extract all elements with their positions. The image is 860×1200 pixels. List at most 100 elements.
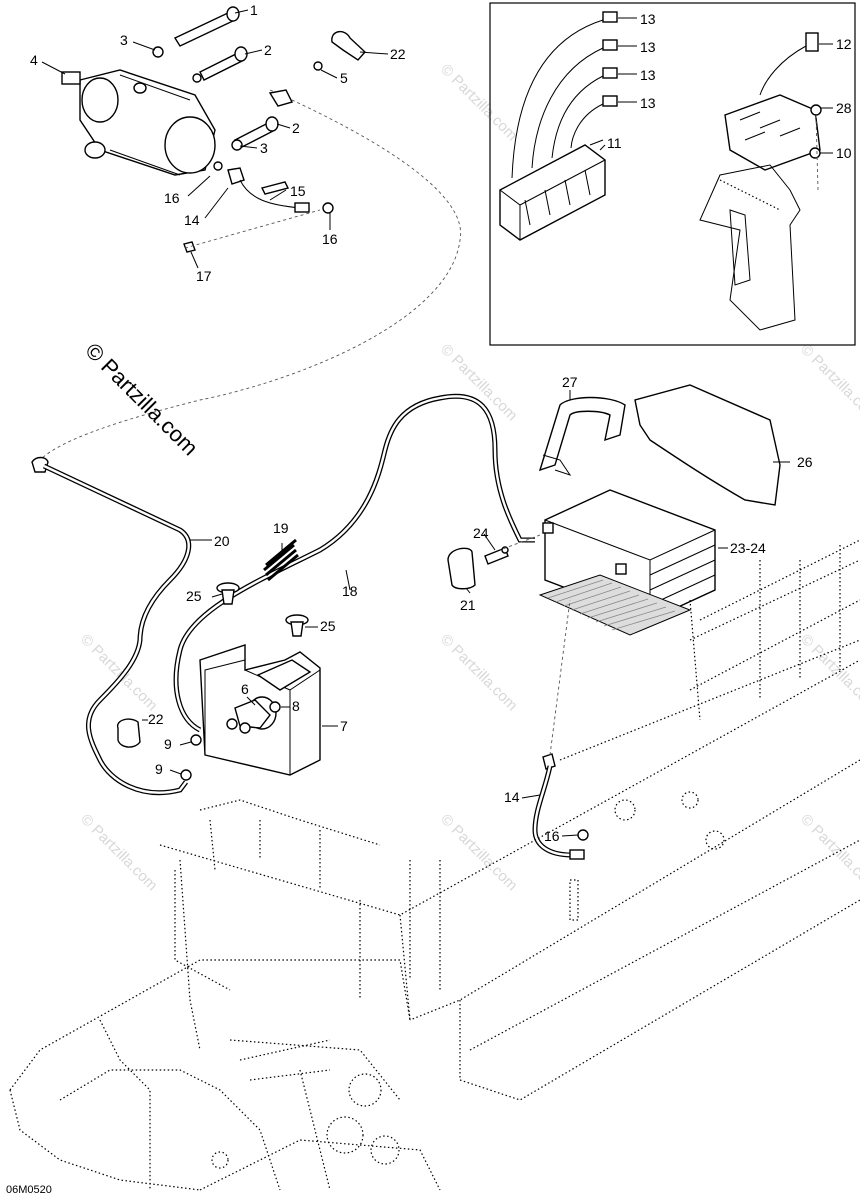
- callout-16: 16: [164, 190, 180, 206]
- callout-17: 17: [196, 268, 212, 284]
- callout-7: 7: [340, 718, 348, 734]
- watermark: © Partzilla.com: [437, 341, 520, 424]
- callout-21: 21: [460, 597, 476, 613]
- leader-16: [561, 834, 579, 837]
- callout-13: 13: [640, 11, 656, 27]
- battery-screw: [484, 546, 509, 565]
- callout-16: 16: [322, 231, 338, 247]
- bolt: [199, 46, 248, 81]
- relay: [805, 32, 819, 52]
- leader-lines-solenoid: [142, 543, 338, 775]
- callout-2: 2: [264, 42, 272, 58]
- leader-18: [345, 569, 351, 591]
- fuse: [602, 39, 618, 51]
- callout-13: 13: [640, 39, 656, 55]
- nut: [269, 701, 281, 713]
- connection-guide-line: [39, 89, 461, 461]
- washer: [192, 73, 202, 83]
- callout-9: 9: [164, 736, 172, 752]
- washer: [577, 829, 589, 841]
- nut: [809, 147, 821, 159]
- frame-slot: [569, 879, 579, 921]
- ground-cable-short: [227, 167, 310, 213]
- fuse: [602, 95, 618, 107]
- frame-hole: [614, 799, 636, 821]
- frame-hole: [326, 1116, 364, 1154]
- callout-26: 26: [797, 454, 813, 470]
- battery-strap: [538, 396, 626, 476]
- callout-27: 27: [562, 374, 578, 390]
- frame-hole: [705, 830, 725, 850]
- rubber-mount: [216, 582, 240, 605]
- callout-3: 3: [260, 140, 268, 156]
- bolt: [173, 6, 240, 47]
- callout-19: 19: [273, 520, 289, 536]
- callout-5: 5: [340, 70, 348, 86]
- callout-6: 6: [241, 681, 249, 697]
- callout-14: 14: [504, 789, 520, 805]
- frame-hole: [370, 1135, 400, 1165]
- boot-cap: [116, 718, 141, 748]
- callouts: 1 2 2 3 3 4 5 22 16 14 15 16 17 13 13 13…: [6, 2, 852, 1196]
- callout-10: 10: [836, 145, 852, 161]
- callout-11: 11: [607, 135, 622, 151]
- fuse: [602, 67, 618, 79]
- nut: [213, 161, 223, 171]
- watermark: © Partzilla.com: [437, 811, 520, 894]
- starter-motor: [61, 69, 216, 176]
- fuse-box: [499, 144, 606, 241]
- fuse: [602, 11, 618, 23]
- cable-20: [31, 456, 192, 796]
- chassis-frame: [9, 539, 860, 1191]
- boot-cap: [331, 31, 366, 61]
- relay-housing: [724, 94, 821, 171]
- watermark: © Partzilla.com: [437, 61, 520, 144]
- diagram-code: 06M0520: [6, 1184, 52, 1196]
- callout-28: 28: [836, 100, 852, 116]
- screw: [260, 181, 290, 195]
- callout-12: 12: [836, 36, 852, 52]
- callout-22: 22: [148, 711, 164, 727]
- leader-14: [521, 794, 541, 799]
- battery-pad: [538, 574, 692, 636]
- frame-hole: [348, 1073, 382, 1107]
- callout-15: 15: [290, 183, 306, 199]
- callout-8: 8: [292, 698, 300, 714]
- watermark: © Partzilla.com: [797, 341, 860, 424]
- spring: [263, 538, 299, 582]
- cable-18: [173, 393, 535, 733]
- watermark: © Partzilla.com: [797, 811, 860, 894]
- callout-23-24: 23-24: [730, 540, 766, 556]
- callout-4: 4: [30, 52, 38, 68]
- watermark: © Partzilla.com: [437, 631, 520, 714]
- rivet: [183, 241, 196, 253]
- screw: [810, 104, 822, 116]
- callout-20: 20: [214, 533, 230, 549]
- callout-1: 1: [250, 2, 258, 18]
- callout-14: 14: [184, 212, 200, 228]
- nut: [180, 769, 192, 781]
- nut: [313, 61, 323, 71]
- washer: [152, 46, 164, 58]
- callout-25: 25: [320, 618, 336, 634]
- frame-hole: [211, 1151, 229, 1169]
- leader-lines-starter: [41, 9, 389, 269]
- frame-hole: [681, 791, 699, 809]
- callout-18: 18: [342, 583, 358, 599]
- callout-16: 16: [544, 828, 560, 844]
- cable-14-lower: [532, 753, 585, 860]
- nut: [190, 734, 202, 746]
- callout-24: 24: [473, 525, 489, 541]
- callout-9: 9: [155, 761, 163, 777]
- callout-3: 3: [120, 32, 128, 48]
- copyright-text: © Partzilla.com: [80, 338, 203, 461]
- washer: [322, 202, 334, 214]
- watermark: © Partzilla.com: [77, 811, 160, 894]
- battery-boot: [447, 547, 476, 590]
- bracket: [268, 89, 294, 107]
- rubber-mount: [285, 614, 309, 637]
- fuse-leaders: [511, 17, 637, 179]
- watermark: © Partzilla.com: [77, 631, 160, 714]
